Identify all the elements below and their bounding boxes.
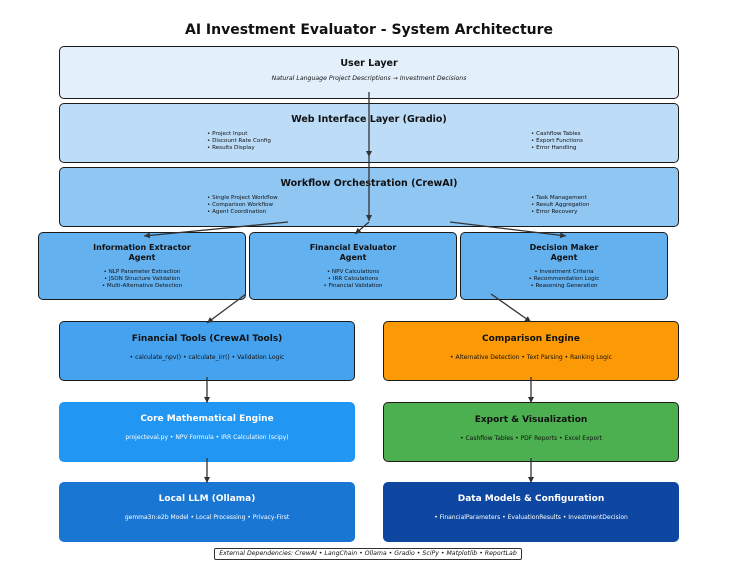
workflow-left-list: • Single Project Workflow • Comparison W… bbox=[207, 195, 278, 216]
list-item: • Agent Coordination bbox=[207, 209, 267, 215]
core-engine-subtitle: projecteval.py • NPV Formula • IRR Calcu… bbox=[125, 434, 289, 441]
workflow-layer-box: Workflow Orchestration (CrewAI) • Single… bbox=[59, 167, 679, 227]
list-item: • NPV Calculations bbox=[326, 269, 380, 275]
list-item: • Comparison Workflow bbox=[207, 202, 274, 208]
comparison-engine-box: Comparison Engine • Alternative Detectio… bbox=[383, 321, 679, 381]
agent-task-list: • Investment Criteria • Recommendation L… bbox=[461, 269, 667, 290]
data-models-title: Data Models & Configuration bbox=[457, 494, 605, 504]
list-item: • Result Aggregation bbox=[531, 202, 590, 208]
local-llm-title: Local LLM (Ollama) bbox=[158, 494, 256, 504]
information-extractor-agent-box: Information Extractor Agent • NLP Parame… bbox=[38, 232, 246, 300]
local-llm-box: Local LLM (Ollama) gemma3n:e2b Model • L… bbox=[59, 482, 355, 542]
agent-task-list: • NLP Parameter Extraction • JSON Struct… bbox=[39, 269, 245, 290]
list-item: • Multi-Alternative Detection bbox=[101, 283, 183, 289]
list-item: • Financial Validation bbox=[323, 283, 383, 289]
core-engine-title: Core Mathematical Engine bbox=[140, 414, 274, 424]
user-layer-subtitle: Natural Language Project Descriptions → … bbox=[271, 75, 467, 82]
local-llm-subtitle: gemma3n:e2b Model • Local Processing • P… bbox=[124, 514, 290, 521]
list-item: • Discount Rate Config bbox=[207, 138, 271, 144]
list-item: • Project Input bbox=[207, 131, 248, 137]
list-item: • Results Display bbox=[207, 145, 255, 151]
list-item: • Error Recovery bbox=[531, 209, 578, 215]
agent-title: Decision Maker Agent bbox=[529, 243, 599, 262]
comparison-engine-title: Comparison Engine bbox=[482, 334, 580, 344]
user-layer-title: User Layer bbox=[340, 58, 398, 69]
list-item: • NLP Parameter Extraction bbox=[103, 269, 181, 275]
financial-tools-subtitle: • calculate_npv() • calculate_irr() • Va… bbox=[129, 354, 285, 361]
data-models-subtitle: • FinancialParameters • EvaluationResult… bbox=[434, 514, 628, 521]
financial-tools-box: Financial Tools (CrewAI Tools) • calcula… bbox=[59, 321, 355, 381]
list-item: • Export Functions bbox=[531, 138, 583, 144]
data-models-box: Data Models & Configuration • FinancialP… bbox=[383, 482, 679, 542]
comparison-engine-subtitle: • Alternative Detection • Text Parsing •… bbox=[450, 354, 612, 361]
list-item: • IRR Calculations bbox=[327, 276, 379, 282]
list-item: • Error Handling bbox=[531, 145, 577, 151]
export-visualization-subtitle: • Cashflow Tables • PDF Reports • Excel … bbox=[460, 435, 602, 442]
list-item: • Task Management bbox=[531, 195, 587, 201]
export-visualization-title: Export & Visualization bbox=[474, 415, 588, 425]
workflow-right-list: • Task Management • Result Aggregation •… bbox=[531, 195, 589, 216]
web-interface-title: Web Interface Layer (Gradio) bbox=[291, 114, 447, 125]
web-interface-layer-box: Web Interface Layer (Gradio) • Project I… bbox=[59, 103, 679, 163]
list-item: • JSON Structure Validation bbox=[103, 276, 181, 282]
agent-title: Information Extractor Agent bbox=[93, 243, 191, 262]
list-item: • Reasoning Generation bbox=[530, 283, 598, 289]
workflow-title: Workflow Orchestration (CrewAI) bbox=[280, 178, 458, 189]
list-item: • Investment Criteria bbox=[534, 269, 594, 275]
list-item: • Cashflow Tables bbox=[531, 131, 581, 137]
agent-task-list: • NPV Calculations • IRR Calculations • … bbox=[250, 269, 456, 290]
financial-evaluator-agent-box: Financial Evaluator Agent • NPV Calculat… bbox=[249, 232, 457, 300]
list-item: • Recommendation Logic bbox=[528, 276, 600, 282]
core-engine-box: Core Mathematical Engine projecteval.py … bbox=[59, 402, 355, 462]
financial-tools-title: Financial Tools (CrewAI Tools) bbox=[131, 334, 283, 344]
web-interface-right-list: • Cashflow Tables • Export Functions • E… bbox=[531, 131, 583, 152]
page-title: AI Investment Evaluator - System Archite… bbox=[184, 22, 554, 38]
decision-maker-agent-box: Decision Maker Agent • Investment Criter… bbox=[460, 232, 668, 300]
external-dependencies-note: External Dependencies: CrewAI • LangChai… bbox=[214, 548, 522, 560]
web-interface-left-list: • Project Input • Discount Rate Config •… bbox=[207, 131, 271, 152]
list-item: • Single Project Workflow bbox=[207, 195, 278, 201]
export-visualization-box: Export & Visualization • Cashflow Tables… bbox=[383, 402, 679, 462]
user-layer-box: User Layer Natural Language Project Desc… bbox=[59, 46, 679, 99]
agent-title: Financial Evaluator Agent bbox=[309, 243, 397, 262]
